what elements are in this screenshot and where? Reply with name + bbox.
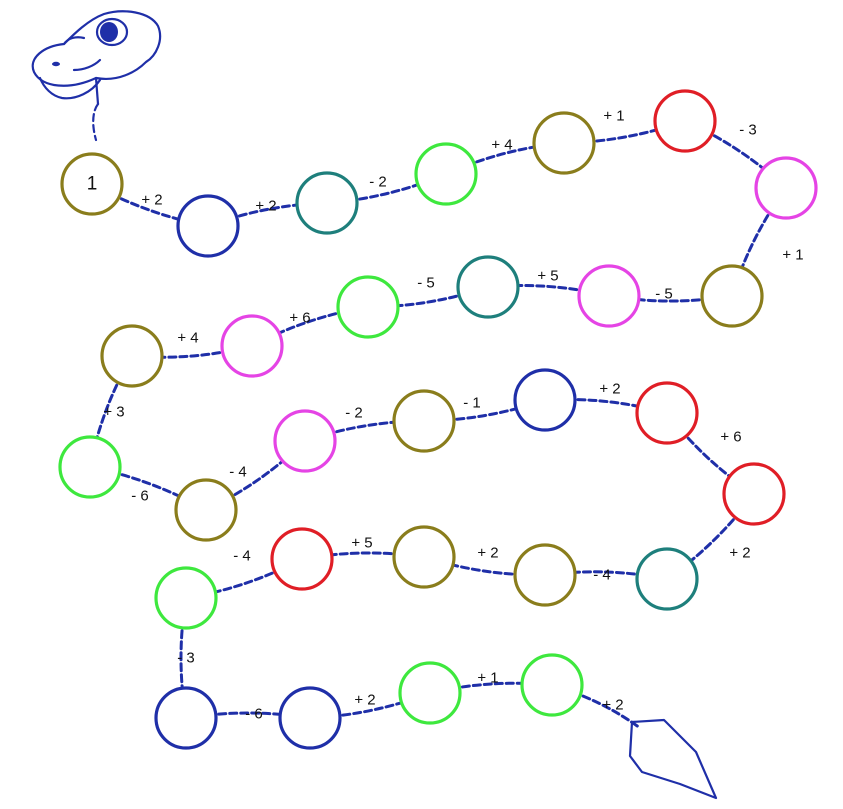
- step-label: - 1: [463, 395, 481, 412]
- cell-circle: [392, 389, 456, 453]
- step-label: + 1: [477, 670, 498, 687]
- board-cell: [392, 525, 456, 589]
- cell-circle: [60, 152, 124, 216]
- start-cell: 1: [60, 152, 124, 216]
- step-label: + 2: [602, 697, 623, 714]
- cell-circle: [532, 111, 596, 175]
- step-label: + 2: [141, 192, 162, 209]
- cell-circle: [154, 686, 218, 750]
- board-cell: [635, 381, 699, 445]
- step-label: - 5: [417, 275, 435, 292]
- cell-circle: [398, 661, 462, 725]
- board-cell: [700, 264, 764, 328]
- step-label: + 3: [103, 404, 124, 421]
- cell-circle: [336, 275, 400, 339]
- board-cell: [273, 409, 337, 473]
- cell-circle: [577, 264, 641, 328]
- board-cell: [58, 435, 122, 499]
- step-label: + 6: [720, 429, 741, 446]
- board-cell: [513, 543, 577, 607]
- snake-head-icon: [31, 10, 162, 142]
- cell-circle: [220, 314, 284, 378]
- cell-circle: [653, 89, 717, 153]
- board-cell: [220, 314, 284, 378]
- step-label: - 2: [369, 174, 387, 191]
- step-label: - 5: [655, 286, 673, 303]
- board-cell: [653, 89, 717, 153]
- cell-circle: [722, 462, 786, 526]
- step-label: + 1: [603, 108, 624, 125]
- step-label: + 2: [255, 198, 276, 215]
- step-label: + 5: [351, 535, 372, 552]
- cell-circle: [700, 264, 764, 328]
- cell-circle: [513, 543, 577, 607]
- step-label: + 6: [289, 310, 310, 327]
- board-cell: [532, 111, 596, 175]
- cell-circle: [392, 525, 456, 589]
- step-label: + 2: [354, 692, 375, 709]
- cell-circle: [754, 156, 818, 220]
- step-label: + 2: [477, 545, 498, 562]
- board-cell: [295, 171, 359, 235]
- board-cell: [456, 255, 520, 319]
- cell-circle: [520, 653, 584, 717]
- board-cell: [513, 368, 577, 432]
- step-label: - 6: [131, 488, 149, 505]
- step-label: + 4: [491, 137, 512, 154]
- step-label: - 6: [245, 706, 263, 723]
- board-cell: [577, 264, 641, 328]
- step-label: - 4: [229, 464, 247, 481]
- board-cell: [100, 324, 164, 388]
- step-label: - 4: [593, 567, 611, 584]
- step-label: - 2: [345, 405, 363, 422]
- board-cell: [722, 462, 786, 526]
- step-label: + 2: [729, 545, 750, 562]
- cell-circle: [100, 324, 164, 388]
- board-cell: [270, 527, 334, 591]
- step-label: + 5: [537, 268, 558, 285]
- step-label: - 4: [233, 548, 251, 565]
- cell-circle: [154, 566, 218, 630]
- board-cell: [174, 478, 238, 542]
- cell-circle: [295, 171, 359, 235]
- cell-circle: [513, 368, 577, 432]
- board-cell: [154, 686, 218, 750]
- board-cell: [392, 389, 456, 453]
- cell-circle: [176, 194, 240, 258]
- board-cell: [278, 686, 342, 750]
- cell-circle: [456, 255, 520, 319]
- cell-circle: [273, 409, 337, 473]
- step-label: + 1: [782, 247, 803, 264]
- cell-circle: [174, 478, 238, 542]
- cell-circle: [270, 527, 334, 591]
- step-label: + 4: [177, 330, 198, 347]
- start-cell-label: 1: [87, 174, 98, 195]
- cell-circle: [58, 435, 122, 499]
- cell-circle: [278, 686, 342, 750]
- cell-circle: [635, 547, 699, 611]
- step-label: - 3: [739, 122, 757, 139]
- step-label: + 2: [599, 381, 620, 398]
- board-cell: [520, 653, 584, 717]
- board-cell: [635, 547, 699, 611]
- step-label: - 3: [177, 650, 195, 667]
- board-cell: [414, 142, 478, 206]
- board-cell: [336, 275, 400, 339]
- board-cell: [754, 156, 818, 220]
- board-cell: [154, 566, 218, 630]
- board-cell: [176, 194, 240, 258]
- step-labels: + 2 + 2 - 2 + 4 + 1 - 3 + 1 - 5 + 5 - 5 + 6 + 4 + 3 -…: [103, 108, 803, 723]
- snake-tail-icon: [628, 718, 718, 800]
- cell-circle: [414, 142, 478, 206]
- cell-circle: [635, 381, 699, 445]
- board-cell: [398, 661, 462, 725]
- board-cells: 1: [58, 89, 818, 750]
